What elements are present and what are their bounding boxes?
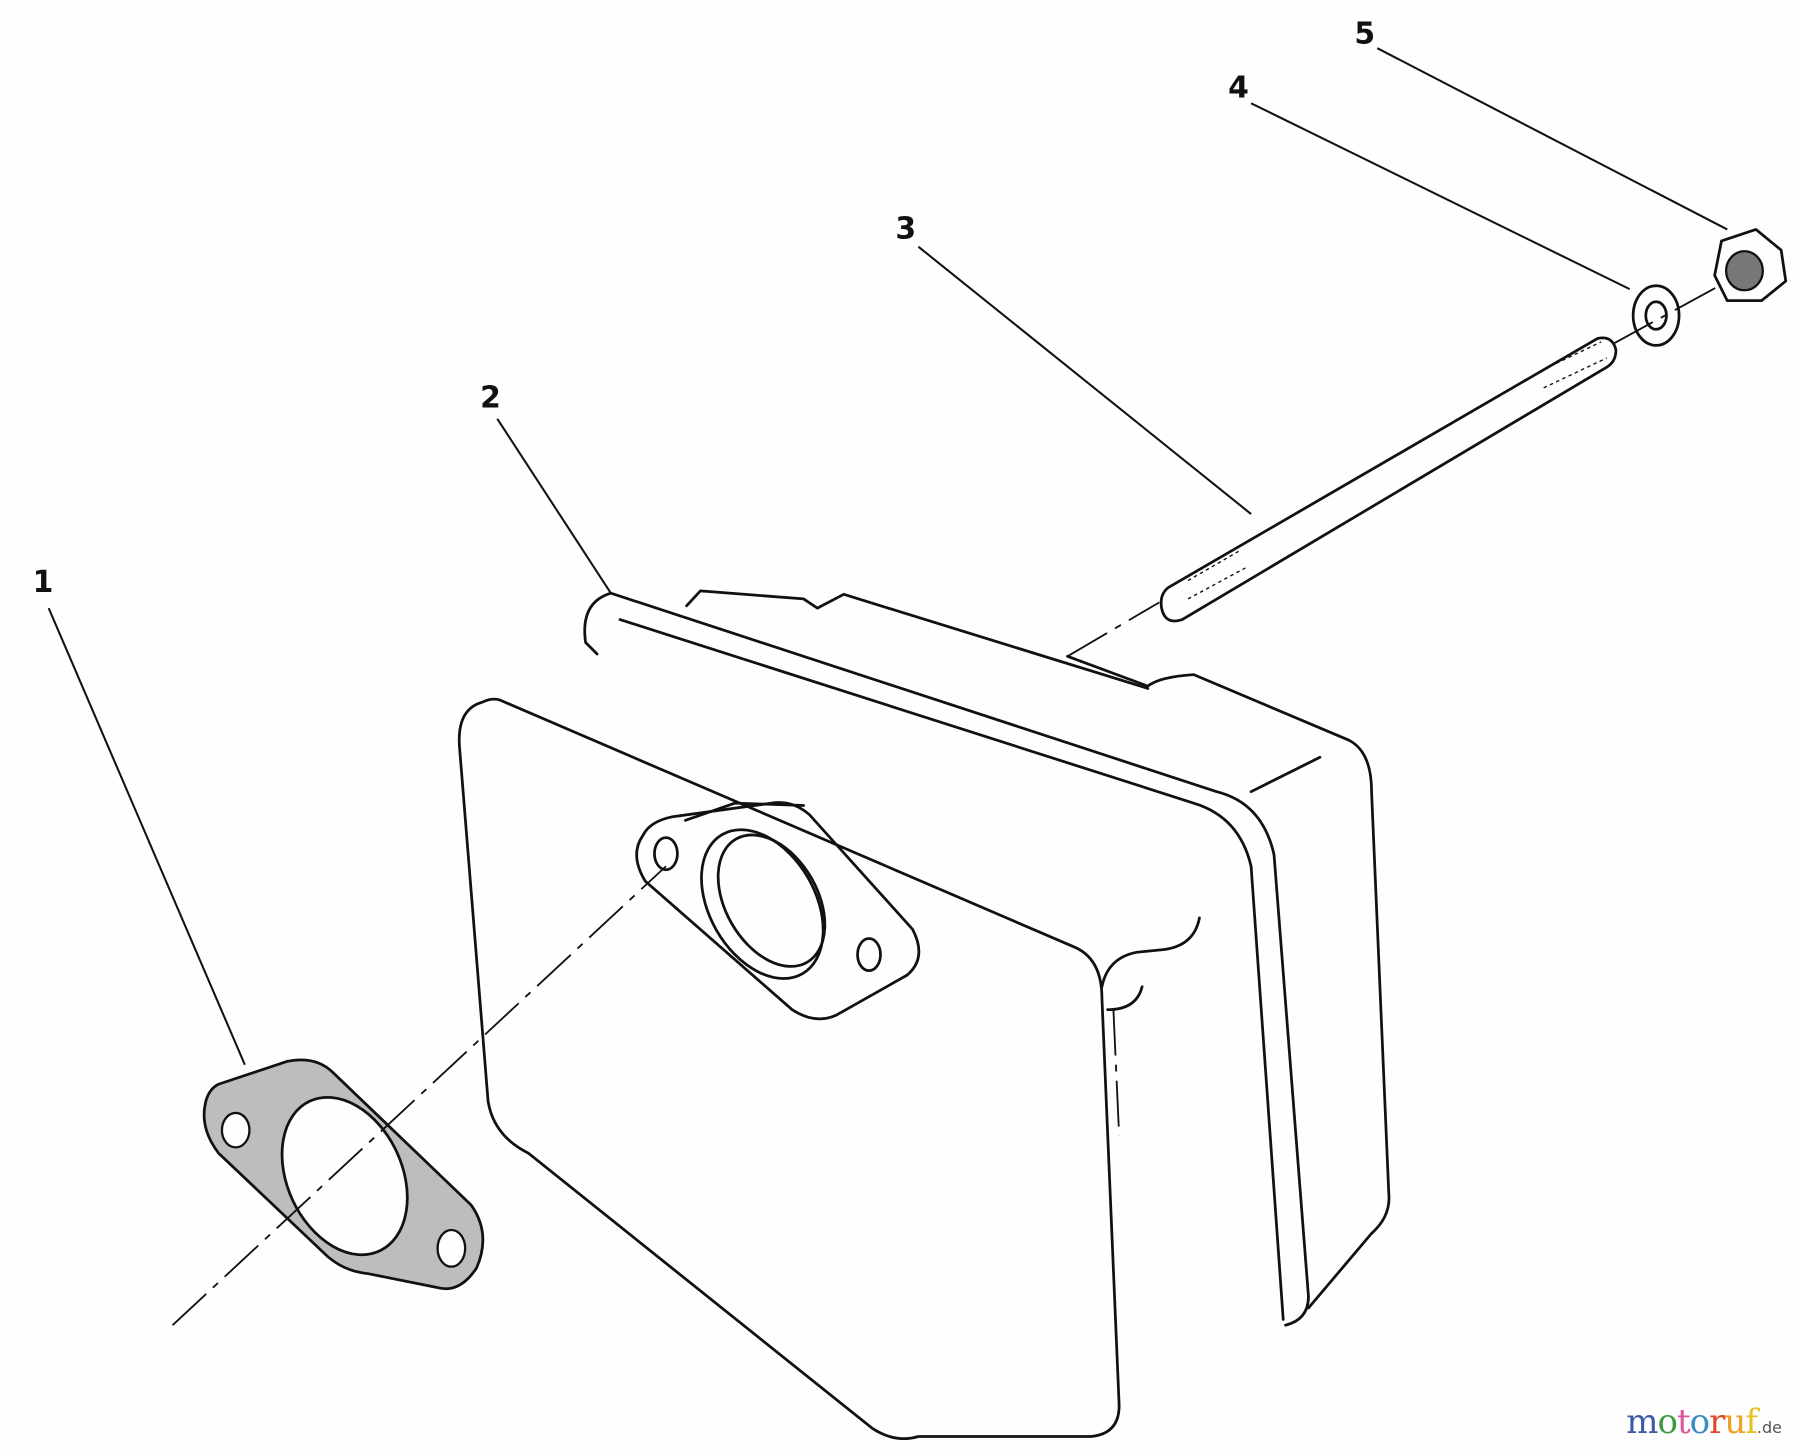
watermark-letter: u (1724, 1402, 1746, 1442)
watermark-letter: m (1626, 1402, 1658, 1442)
leader-line-4 (1250, 102, 1631, 291)
callout-5: 5 (1354, 17, 1375, 52)
callout-3: 3 (895, 212, 916, 247)
watermark-letter: f (1745, 1402, 1758, 1442)
callout-2: 2 (480, 380, 501, 415)
centerline-stud (1067, 601, 1160, 658)
watermark-letter: o (1689, 1402, 1711, 1442)
stud (1159, 336, 1618, 623)
watermark-letter: r (1709, 1402, 1725, 1442)
watermark-suffix: .de (1756, 1418, 1782, 1437)
callout-4: 4 (1228, 71, 1249, 106)
watermark-logo: motoruf.de (1626, 1402, 1782, 1442)
nut (1713, 228, 1788, 302)
watermark-letter: o (1657, 1402, 1679, 1442)
leader-line-1 (47, 607, 246, 1066)
gasket (202, 1058, 485, 1291)
centerline-hardware (1612, 283, 1722, 346)
centerline-exhaust (171, 865, 667, 1326)
muffler (457, 589, 1391, 1440)
callout-1: 1 (33, 565, 54, 600)
watermark-letter: t (1676, 1402, 1691, 1442)
leader-line-2 (496, 418, 612, 594)
lock-washer (1631, 284, 1681, 347)
leader-line-5 (1376, 47, 1728, 231)
watermark-text: motoruf (1626, 1402, 1758, 1442)
leader-line-3 (917, 245, 1252, 515)
